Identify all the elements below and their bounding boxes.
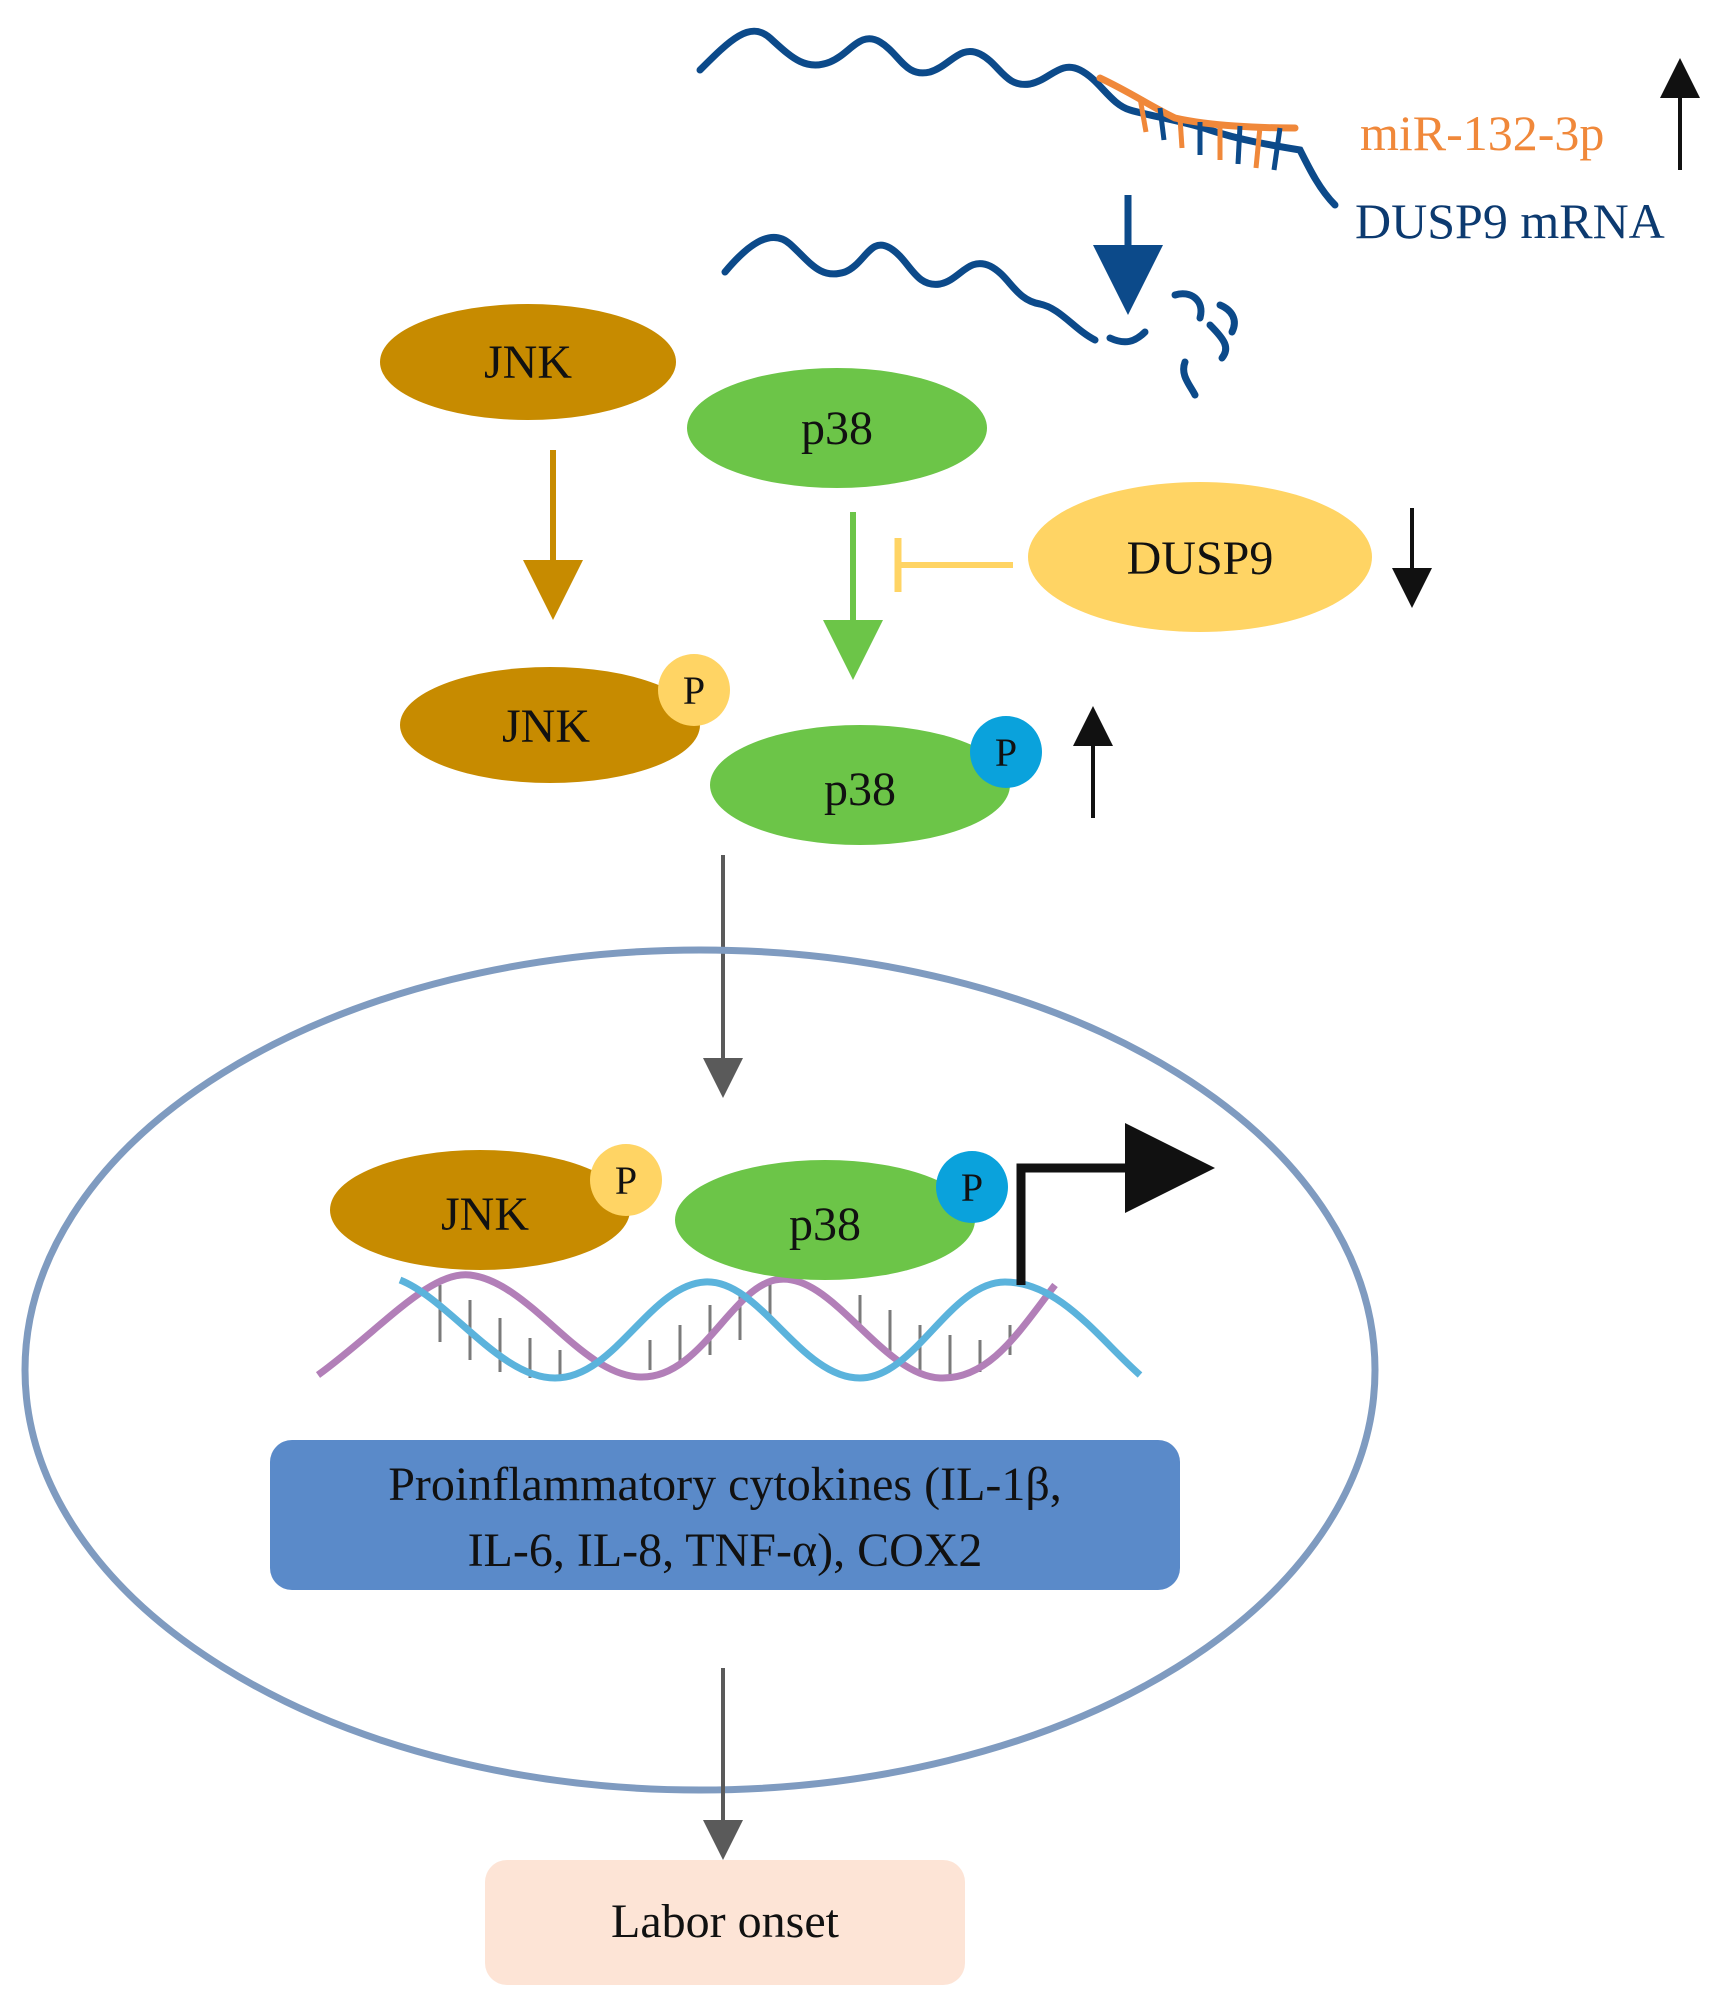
dusp9-mrna-label: DUSP9 mRNA [1355,193,1665,249]
nuclear-p38-badge [936,1151,1008,1223]
dna-strand-purple [315,1271,1058,1382]
rna-region: miR-132-3p DUSP9 mRNA [696,27,1700,399]
nuclear-jnk-badge [590,1144,662,1216]
jnk-label: JNK [484,336,572,389]
dusp9-label: DUSP9 [1127,532,1274,585]
p38-label: p38 [801,402,873,455]
cytokines-box [270,1440,1180,1590]
nuclear-jnk-node [330,1150,630,1270]
nuclear-p38-node [675,1160,975,1280]
nuclear-p38-badge-label: P [961,1165,983,1210]
dna-rungs [438,1280,1012,1378]
phospho-jnk-badge-label: P [683,668,705,713]
labor-onset-box [485,1860,965,1985]
phospho-jnk-label: JNK [502,700,590,753]
cytokines-line-2: IL-6, IL-8, TNF-α), COX2 [468,1524,983,1577]
phospho-p38-badge [970,716,1042,788]
nucleus-membrane [21,946,1379,1794]
phospho-jnk-badge [658,654,730,726]
mir132-label: miR-132-3p [1360,105,1604,161]
phospho-p38-node [710,725,1010,845]
base-pairs [1137,97,1283,171]
cytokines-line-1: Proinflammatory cytokines (IL-1β, [388,1458,1062,1511]
p38-node [687,368,987,488]
transcription-start-arrow [1016,1123,1215,1285]
nucleus: JNK P p38 P Proinflammatory cytokines (I… [21,946,1379,1794]
dusp9-mrna-strand [696,27,1339,209]
phospho-p38-badge-label: P [995,730,1017,775]
nuclear-jnk-badge-label: P [615,1158,637,1203]
dusp9-node [1028,482,1372,632]
jnk-node [380,304,676,420]
nuclear-p38-label: p38 [789,1198,861,1251]
labor-onset-label: Labor onset [611,1895,840,1948]
cytoplasm-signaling: JNK p38 DUSP9 JNK P p38 P [380,304,1432,1098]
phospho-jnk-node [400,667,700,783]
dna-helix [315,1271,1143,1382]
mrna-fragments [1106,290,1238,399]
nuclear-jnk-label: JNK [441,1188,529,1241]
degraded-mrna-strand [721,234,1099,344]
phospho-p38-label: p38 [824,763,896,816]
mir132-strand [1096,74,1299,132]
